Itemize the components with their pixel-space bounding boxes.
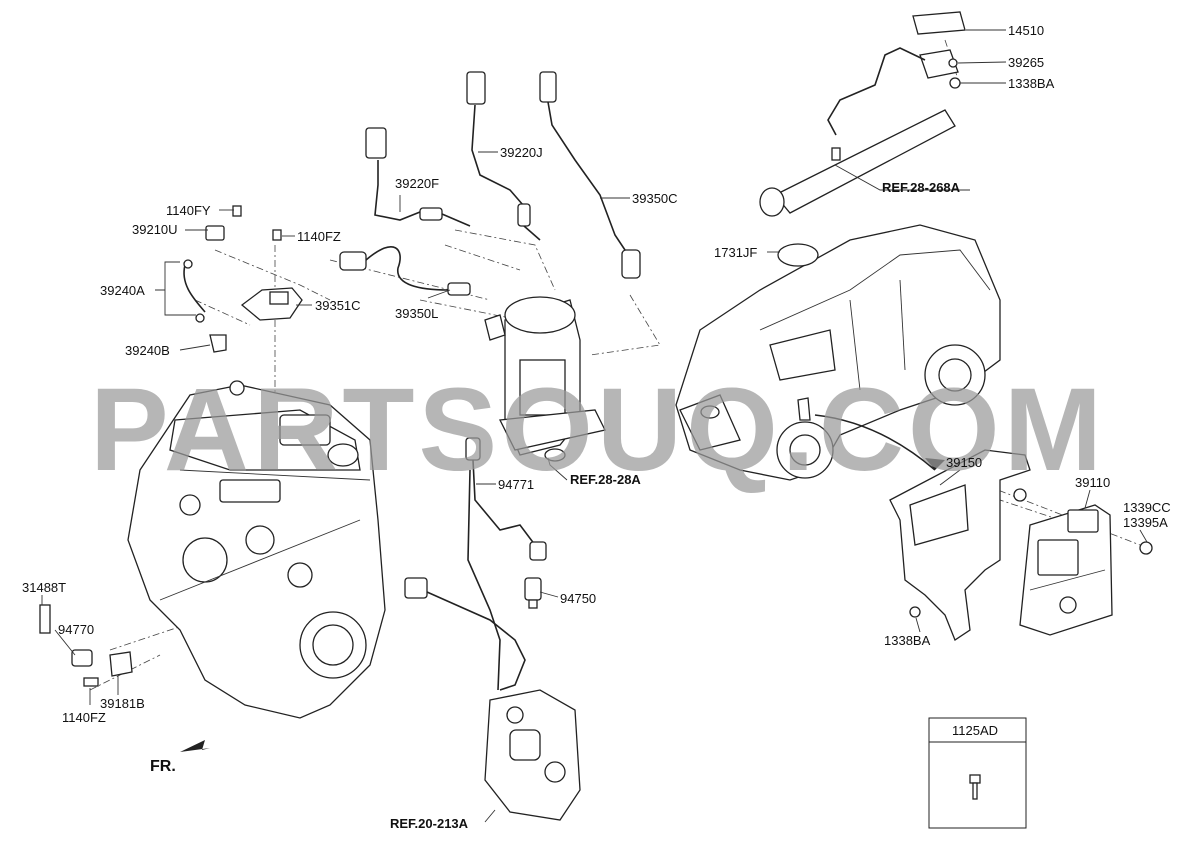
- part-labels: 14510 39265 1338BA REF.28-268A 39220J 39…: [22, 23, 1171, 831]
- label-39220j: 39220J: [500, 145, 543, 160]
- label-94771: 94771: [498, 477, 534, 492]
- label-31488t: 31488T: [22, 580, 66, 595]
- label-1140fz-top: 1140FZ: [297, 229, 341, 244]
- sensor-94750: [524, 577, 542, 609]
- label-1140fz-bottom: 1140FZ: [62, 710, 106, 725]
- sensor-39220j: [466, 71, 541, 241]
- engine-block: [127, 380, 386, 719]
- label-1125ad: 1125AD: [952, 723, 998, 738]
- sensor-39350l: [339, 246, 471, 296]
- sensor-39350c: [539, 71, 641, 279]
- label-39350l: 39350L: [395, 306, 438, 321]
- label-39181b: 39181B: [100, 696, 145, 711]
- label-39240a: 39240A: [100, 283, 145, 298]
- crank-sensor-group: [39, 604, 133, 687]
- label-39110: 39110: [1075, 475, 1110, 490]
- egr-housing: [484, 689, 581, 821]
- ecu: [1019, 504, 1153, 636]
- exhaust-pipe: [759, 109, 956, 217]
- label-ref-28-268a: REF.28-268A: [882, 180, 961, 195]
- label-39351c: 39351C: [315, 298, 361, 313]
- label-39240b: 39240B: [125, 343, 170, 358]
- vehicle: [675, 224, 1001, 481]
- label-39210u: 39210U: [132, 222, 178, 237]
- label-1140fy: 1140FY: [166, 203, 211, 218]
- label-39220f: 39220F: [395, 176, 439, 191]
- leader-lines: [41, 29, 1148, 823]
- wire-harness-lower: [404, 577, 526, 691]
- label-94750: 94750: [560, 591, 596, 606]
- catalytic-converter: [484, 296, 606, 462]
- label-1731jf: 1731JF: [714, 245, 757, 260]
- label-ref-28-28a: REF.28-28A: [570, 472, 641, 487]
- label-1338ba-bottom: 1338BA: [884, 633, 931, 648]
- label-94770: 94770: [58, 622, 94, 637]
- ecu-bracket: [889, 449, 1031, 641]
- label-39265: 39265: [1008, 55, 1044, 70]
- label-39150: 39150: [946, 455, 982, 470]
- label-13395a: 13395A: [1123, 515, 1168, 530]
- label-39350c: 39350C: [632, 191, 678, 206]
- label-ref-20-213a: REF.20-213A: [390, 816, 469, 831]
- bolt-legend-box: [928, 717, 1027, 829]
- temp-sensor-bracket: [183, 205, 303, 353]
- watermark-text: PARTSOUQ.COM: [90, 364, 1106, 496]
- label-1339cc: 1339CC: [1123, 500, 1171, 515]
- label-1338ba-top: 1338BA: [1008, 76, 1055, 91]
- sensor-39220f: [365, 127, 471, 227]
- label-14510: 14510: [1008, 23, 1044, 38]
- label-front-direction: FR.: [150, 758, 176, 775]
- sensor-94771: [465, 437, 547, 691]
